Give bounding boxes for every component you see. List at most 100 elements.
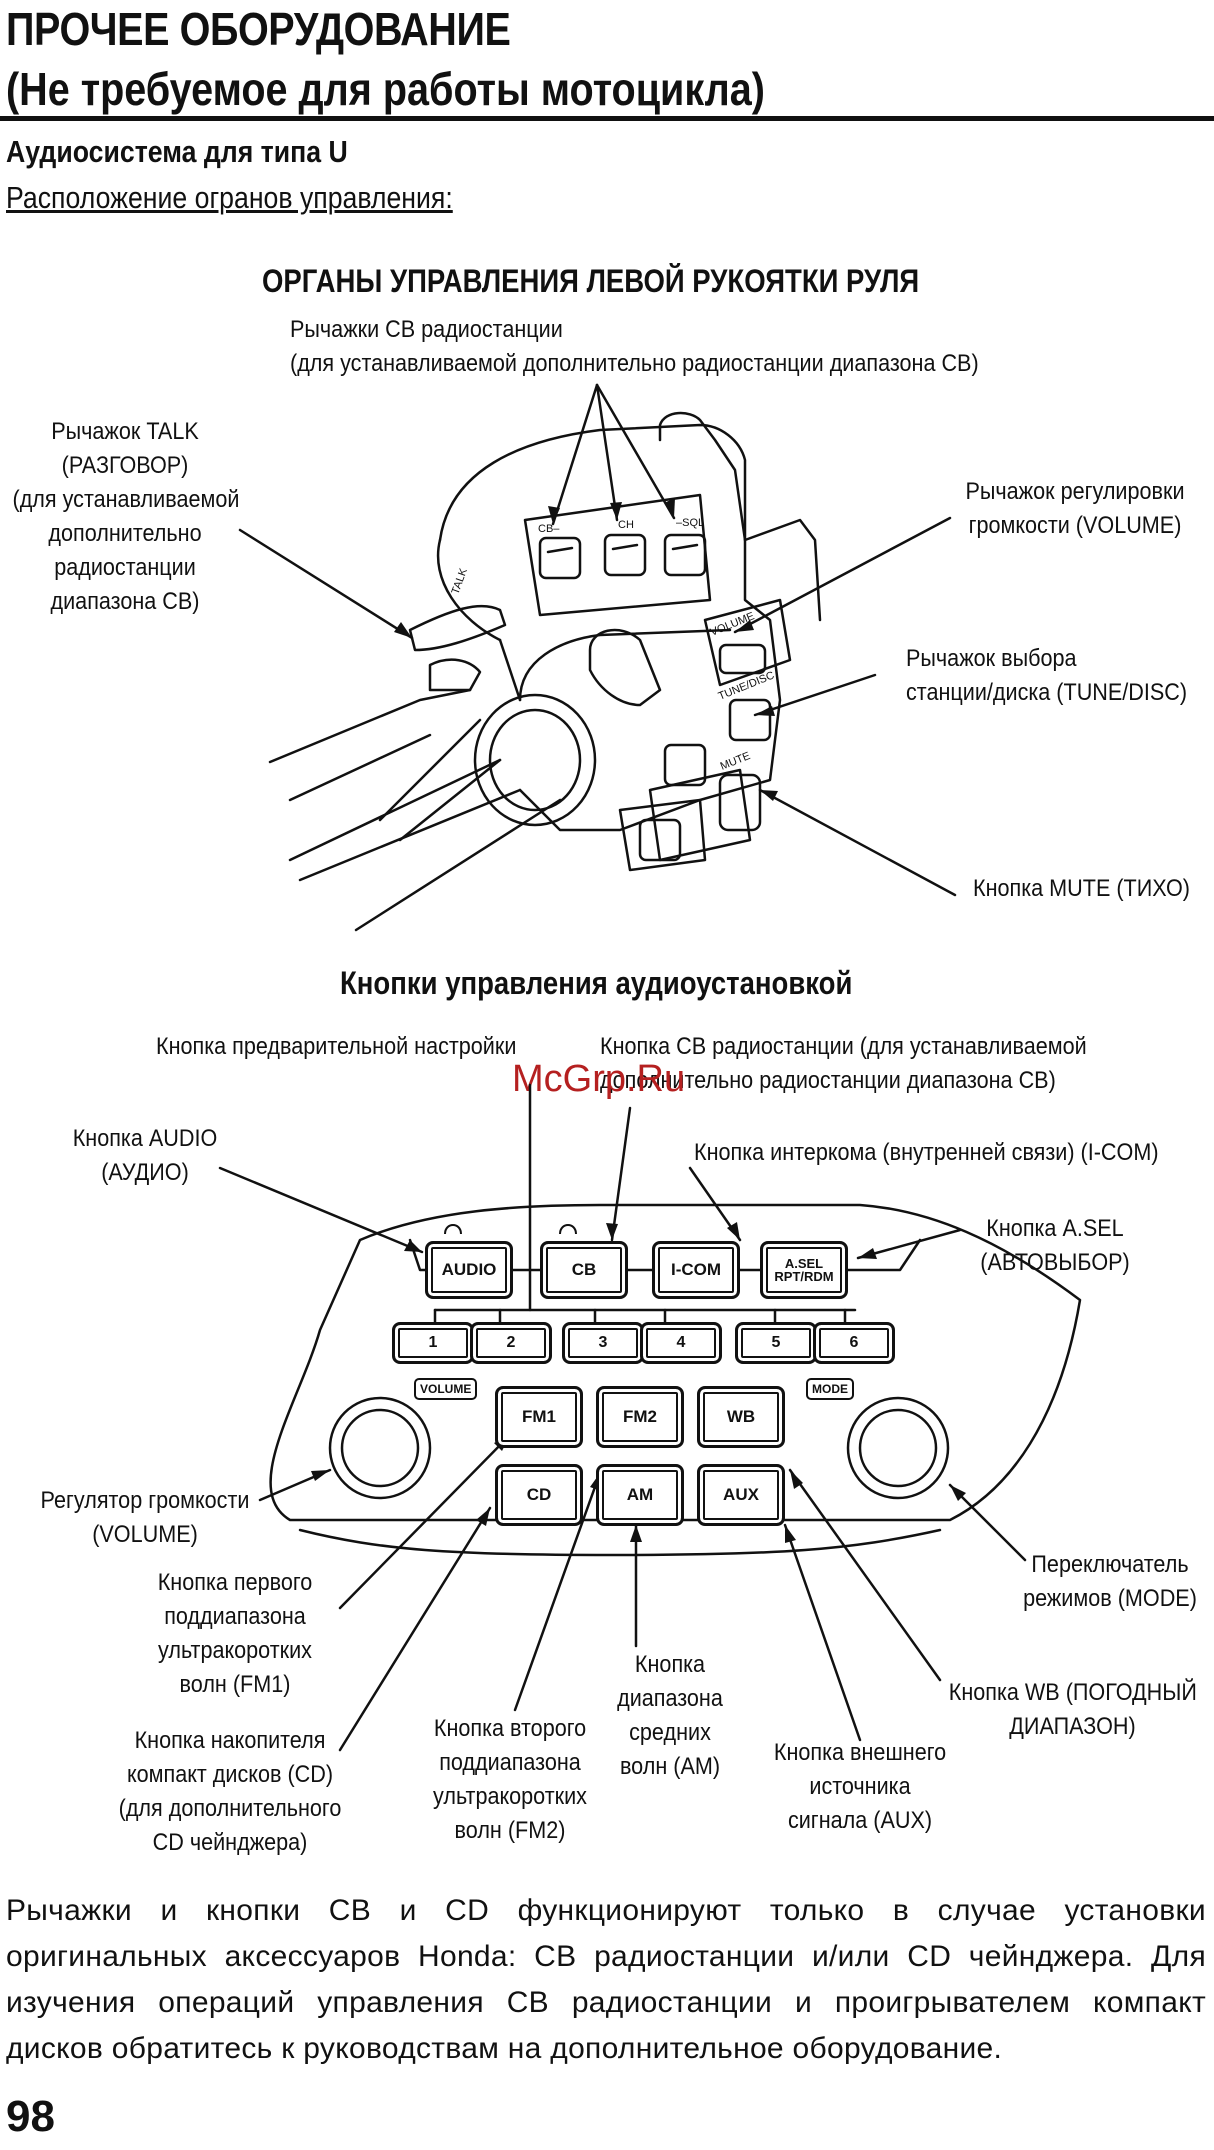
preset-5-label: 5 (771, 1334, 781, 1351)
mode-callout-line-2: режимов (MODE) (1023, 1585, 1197, 1612)
preset-2-label: 2 (506, 1334, 516, 1351)
preset-line-1: Кнопка предварительной настройки (156, 1033, 517, 1060)
tune-line-2: станции/диска (TUNE/DISC) (906, 679, 1188, 706)
section-heading: Аудиосистема для типа U (6, 134, 348, 169)
callout-icom: Кнопка интеркома (внутренней связи) (I-C… (694, 1136, 1159, 1170)
callout-fm1: Кнопка первого поддиапазона ультракоротк… (141, 1566, 330, 1702)
wb-button[interactable]: WB (697, 1386, 785, 1448)
wb-button-label: WB (726, 1407, 756, 1426)
am-button-label: AM (626, 1485, 654, 1504)
fm1-button[interactable]: FM1 (495, 1386, 583, 1448)
wb-callout-line-2: ДИАПАЗОН) (1009, 1713, 1136, 1740)
callout-aux: Кнопка внешнего источника сигнала (AUX) (766, 1736, 955, 1838)
talk-line-5: радиостанции (54, 554, 196, 581)
cb-callout-line-1: Кнопка CB радиостанции (для устанавливае… (600, 1033, 1087, 1060)
page-number: 98 (6, 2092, 55, 2141)
volume-lever-label: Рычажок регулировки громкости (VOLUME) (954, 475, 1197, 543)
preset-5-button[interactable]: 5 (735, 1322, 817, 1364)
talk-line-3: (для устанавливаемой (12, 486, 240, 513)
asel-callout-line-2: (АВТОВЫБОР) (980, 1249, 1130, 1276)
cd-callout-line-3: (для дополнительного (118, 1795, 342, 1822)
watermark: McGrp.Ru (512, 1058, 686, 1100)
cb-levers-line-1: Рычажки CB радиостанции (290, 316, 563, 343)
cd-button[interactable]: CD (495, 1464, 583, 1526)
tune-lever-label: Рычажок выбора станции/диска (TUNE/DISC) (906, 642, 1187, 710)
preset-1-label: 1 (428, 1334, 438, 1351)
asel-button-label-2: RPT/RDM (774, 1269, 834, 1284)
volume-panel-label: VOLUME (414, 1378, 478, 1400)
audio-button-label: AUDIO (441, 1260, 497, 1279)
fm2-callout-line-3: ультракоротких (433, 1783, 587, 1810)
mute-line-1: Кнопка MUTE (ТИХО) (973, 875, 1190, 902)
aux-button[interactable]: AUX (697, 1464, 785, 1526)
talk-line-1: Рычажок TALK (51, 418, 199, 445)
mode-callout-line-1: Переключатель (1031, 1551, 1189, 1578)
callout-fm2: Кнопка второго поддиапазона ультракоротк… (416, 1712, 605, 1848)
fm2-callout-line-1: Кнопка второго (433, 1715, 587, 1742)
fm2-callout-line-4: волн (FM2) (454, 1817, 566, 1844)
volume-callout-line-1: Регулятор громкости (40, 1487, 250, 1514)
preset-4-button[interactable]: 4 (640, 1322, 722, 1364)
asel-button-label-1: A.SEL (784, 1256, 824, 1271)
cb-levers-label: Рычажки CB радиостанции (для устанавлива… (290, 313, 979, 381)
tune-line-1: Рычажок выбора (906, 645, 1077, 672)
vol-lever-line-2: громкости (VOLUME) (968, 512, 1182, 539)
audio-callout-line-2: (АУДИО) (101, 1159, 189, 1186)
preset-6-label: 6 (849, 1334, 859, 1351)
preset-3-button[interactable]: 3 (562, 1322, 644, 1364)
icom-button-label: I-COM (670, 1260, 722, 1279)
callout-am: Кнопка диапазона средних волн (AM) (594, 1648, 747, 1784)
section-subheading: Расположение огранов управления: (6, 180, 453, 215)
am-button[interactable]: AM (596, 1464, 684, 1526)
am-callout-line-2: диапазона (617, 1685, 723, 1712)
fm1-button-label: FM1 (522, 1407, 556, 1426)
note-paragraph: Рычажки и кнопки CB и CD функционируют т… (6, 1894, 1206, 2065)
fm1-callout-line-3: ультракоротких (158, 1637, 312, 1664)
volume-knob[interactable] (328, 1396, 432, 1500)
mode-knob[interactable] (846, 1396, 950, 1500)
handlebar-illustration: CB– CH –SQL TALK VOLUME TUNE/DISC MUTE (238, 383, 957, 932)
asel-button[interactable]: A.SEL RPT/RDM (760, 1241, 848, 1299)
cb-button[interactable]: CB (540, 1241, 628, 1299)
icom-button[interactable]: I-COM (652, 1241, 740, 1299)
callout-asel: Кнопка A.SEL (АВТОВЫБОР) (970, 1212, 1141, 1280)
callout-mode: Переключатель режимов (MODE) (1020, 1548, 1200, 1616)
cd-callout-line-4: CD чейнджера) (152, 1829, 308, 1856)
audio-callout-line-1: Кнопка AUDIO (72, 1125, 218, 1152)
cd-callout-line-1: Кнопка накопителя (134, 1727, 326, 1754)
header-rule (0, 116, 1214, 121)
asel-callout-line-1: Кнопка A.SEL (986, 1215, 1124, 1242)
fm2-button-label: FM2 (623, 1407, 657, 1426)
cb-levers-line-2: (для устанавливаемой дополнительно радио… (290, 350, 979, 377)
talk-line-2: (РАЗГОВОР) (61, 452, 189, 479)
preset-2-button[interactable]: 2 (470, 1322, 552, 1364)
aux-callout-line-1: Кнопка внешнего (773, 1739, 947, 1766)
fm2-button[interactable]: FM2 (596, 1386, 684, 1448)
talk-lever-label: Рычажок TALK (РАЗГОВОР) (для устанавлива… (12, 415, 240, 619)
preset-6-button[interactable]: 6 (813, 1322, 895, 1364)
audio-button[interactable]: AUDIO (425, 1241, 513, 1299)
am-callout-line-4: волн (AM) (619, 1753, 721, 1780)
cd-callout-line-2: компакт дисков (CD) (126, 1761, 334, 1788)
panel-outline (269, 1203, 1082, 1522)
preset-1-button[interactable]: 1 (392, 1322, 474, 1364)
cd-button-label: CD (526, 1485, 552, 1504)
wb-callout-line-1: Кнопка WB (ПОГОДНЫЙ (948, 1679, 1197, 1706)
callout-cd: Кнопка накопителя компакт дисков (CD) (д… (109, 1724, 352, 1860)
fm2-callout-line-2: поддиапазона (439, 1749, 581, 1776)
fm1-callout-line-2: поддиапазона (164, 1603, 306, 1630)
aux-callout-line-3: сигнала (AUX) (787, 1807, 933, 1834)
cb-callout-line-2: дополнительно радиостанции диапазона CB) (600, 1067, 1056, 1094)
preset-4-label: 4 (676, 1334, 686, 1351)
vol-lever-line-1: Рычажок регулировки (965, 478, 1185, 505)
callout-wb: Кнопка WB (ПОГОДНЫЙ ДИАПАЗОН) (949, 1676, 1197, 1744)
callout-preset: Кнопка предварительной настройки (156, 1030, 516, 1064)
talk-line-4: дополнительно (48, 520, 202, 547)
cb-button-label: CB (571, 1260, 597, 1279)
handlebar-title: ОРГАНЫ УПРАВЛЕНИЯ ЛЕВОЙ РУКОЯТКИ РУЛЯ (262, 263, 920, 299)
callout-volume: Регулятор громкости (VOLUME) (33, 1484, 258, 1552)
aux-button-label: AUX (723, 1485, 759, 1504)
icom-callout-line-1: Кнопка интеркома (внутренней связи) (I-C… (694, 1139, 1159, 1166)
ch-device-label: CH (618, 519, 634, 531)
mode-panel-label: MODE (806, 1378, 854, 1400)
